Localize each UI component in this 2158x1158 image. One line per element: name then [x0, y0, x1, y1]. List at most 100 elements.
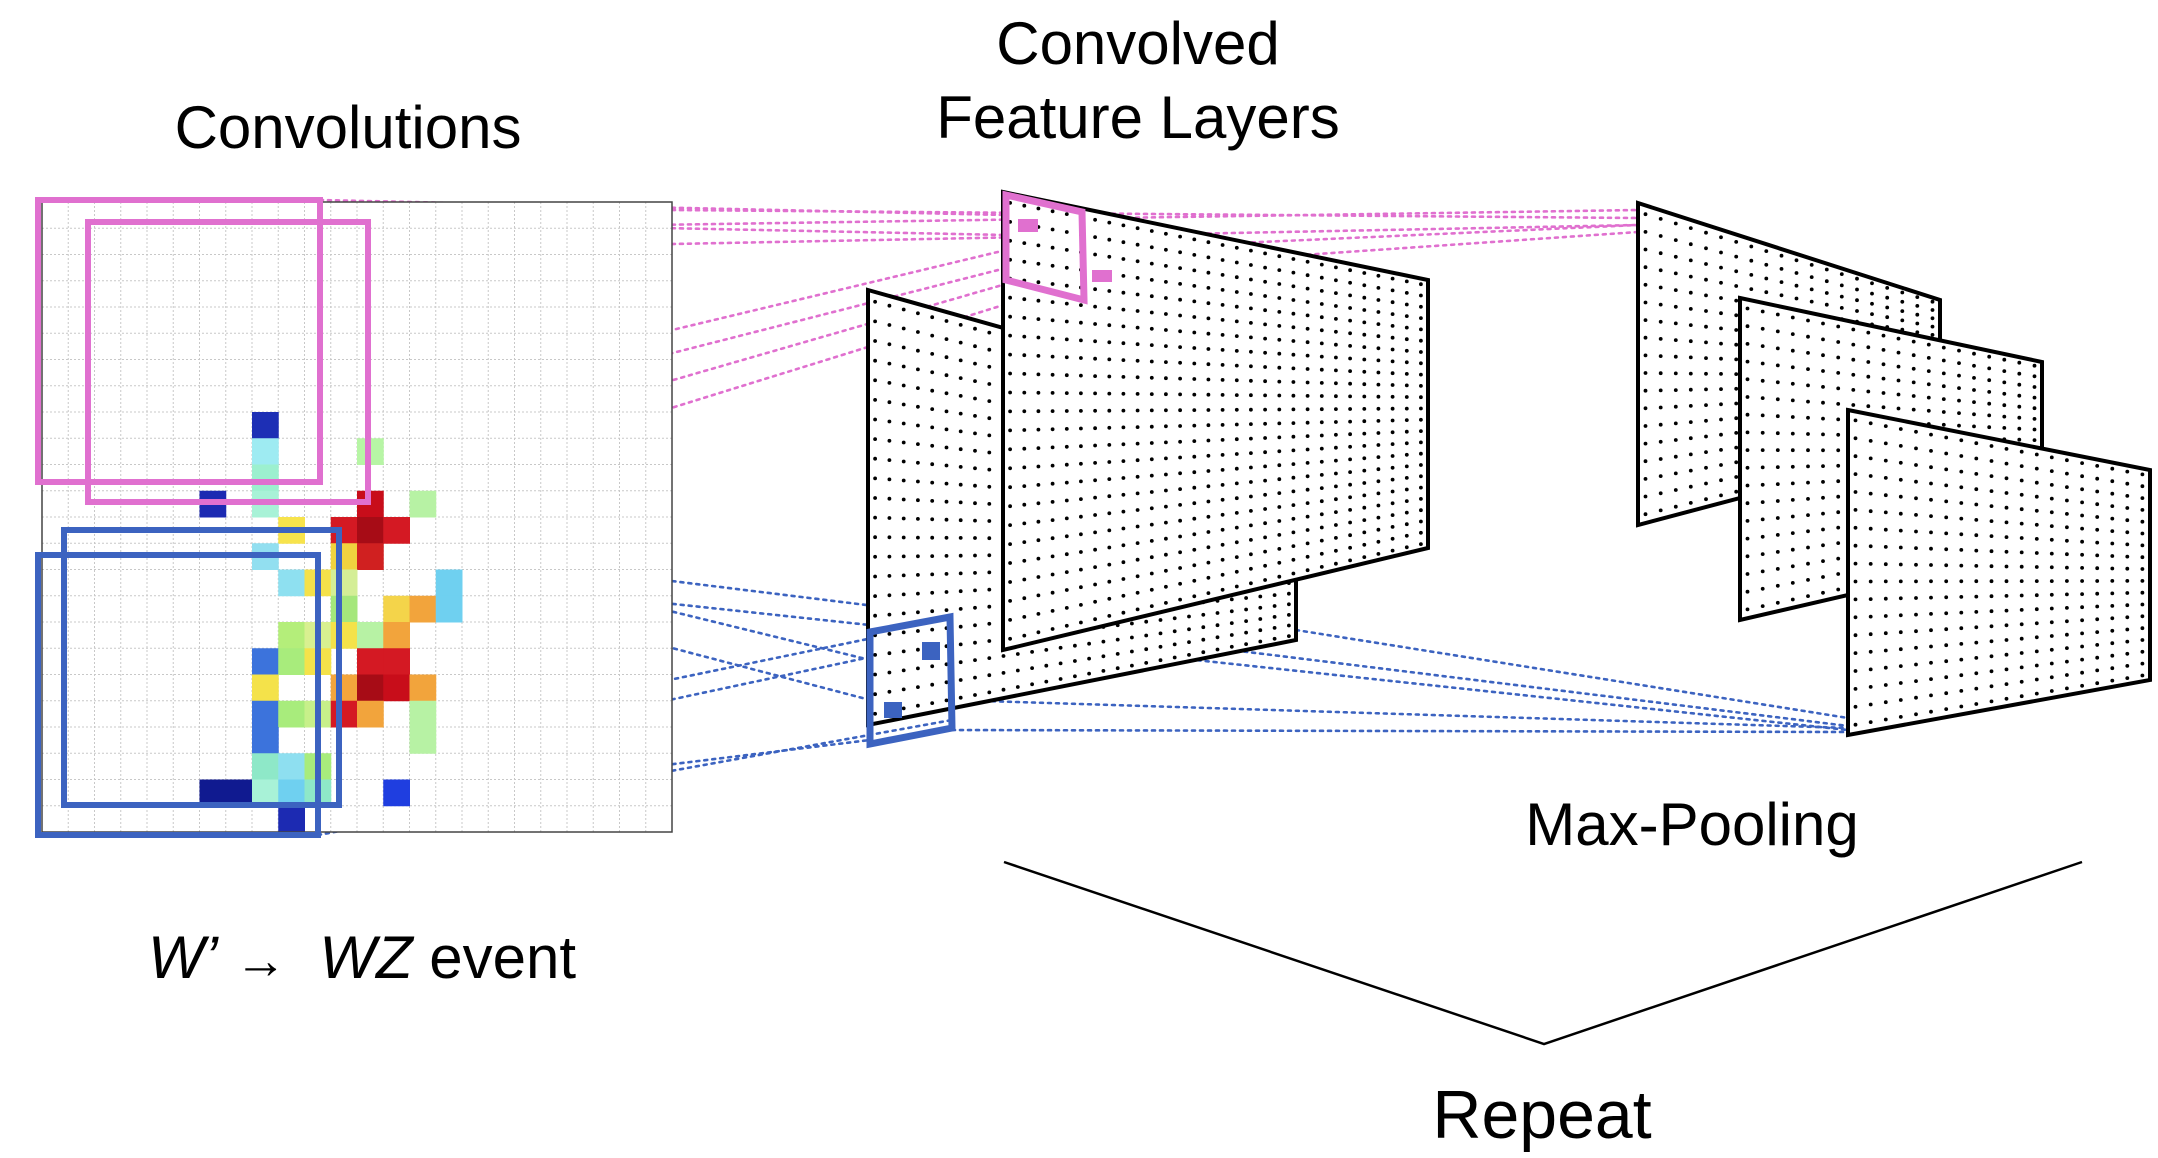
plane-dot [2019, 464, 2024, 468]
plane-dot [1220, 468, 1225, 472]
plane-dot [1944, 499, 1949, 504]
plane-dot [1775, 346, 1780, 351]
plane-dot [1868, 439, 1873, 443]
plane-dot [1220, 333, 1225, 337]
plane-dot [1775, 516, 1780, 520]
plane-dot [987, 382, 992, 386]
plane-dot [1929, 481, 1933, 486]
plane-dot [987, 484, 992, 489]
plane-dot [1272, 593, 1277, 597]
plane-dot [1291, 462, 1296, 466]
heatmap-cell [330, 674, 358, 702]
plane-dot [1249, 494, 1253, 499]
plane-dot [1135, 276, 1140, 280]
plane-dot [2140, 661, 2145, 666]
plane-dot [1896, 350, 1901, 355]
plane-dot [1898, 664, 1903, 668]
plane-dot [1806, 513, 1810, 517]
plane-dot [2140, 567, 2145, 571]
plane-dot [1050, 263, 1055, 268]
plane-dot [916, 591, 920, 596]
plane-dot [1192, 346, 1197, 350]
plane-dot [1376, 515, 1381, 520]
plane-dot [2065, 565, 2069, 570]
plane-dot [930, 388, 935, 393]
plane-dot [1806, 561, 1810, 566]
plane-dot [1206, 240, 1211, 245]
plane-dot [1164, 344, 1168, 348]
plane-dot [1022, 334, 1027, 339]
plane-dot [1201, 625, 1206, 630]
plane-dot [1348, 508, 1352, 512]
plane-dot [2065, 686, 2069, 691]
plane-dot [1263, 507, 1267, 511]
plane-dot [1348, 432, 1352, 437]
plane-dot [1149, 473, 1154, 478]
plane-dot [1760, 604, 1765, 608]
plane-dot [1036, 409, 1041, 414]
plane-dot [1107, 579, 1112, 584]
plane-dot [1107, 425, 1112, 430]
plane-dot [1734, 328, 1739, 332]
plane-dot [1263, 478, 1267, 483]
plane-dot [1036, 483, 1041, 487]
plane-dot [2065, 498, 2069, 503]
heatmap-cell [199, 779, 227, 807]
plane-dot [1064, 534, 1069, 539]
plane-dot [2034, 494, 2039, 499]
plane-dot [1376, 443, 1381, 447]
plane-dot [1093, 513, 1097, 517]
plane-dot [1390, 406, 1395, 411]
plane-dot [1135, 474, 1140, 479]
plane-dot [887, 535, 892, 540]
plane-dot [1883, 665, 1888, 670]
plane-dot [1839, 306, 1844, 310]
plane-dot [1643, 512, 1648, 517]
plane-dot [1404, 441, 1409, 446]
plane-dot [916, 647, 920, 652]
plane-dot [1806, 529, 1810, 534]
plane-dot [1305, 420, 1310, 425]
plane-dot [1883, 700, 1888, 705]
plane-dot [1036, 261, 1041, 266]
plane-dot [2110, 466, 2115, 471]
plane-dot [1419, 327, 1423, 332]
plane-dot [1914, 579, 1918, 584]
plane-dot [873, 554, 877, 559]
plane-dot [1220, 258, 1225, 262]
plane-dot [1277, 505, 1282, 509]
plane-dot [1348, 293, 1352, 298]
plane-dot [1172, 655, 1177, 660]
plane-dot [1836, 479, 1841, 484]
plane-dot [1760, 326, 1765, 331]
plane-dot [1673, 471, 1678, 476]
plane-dot [1319, 565, 1324, 569]
plane-dot [1806, 545, 1810, 550]
plane-dot [1258, 628, 1263, 633]
plane-dot [987, 570, 992, 575]
plane-dot [1419, 451, 1423, 456]
plane-dot [1058, 645, 1063, 650]
plane-dot [916, 330, 920, 334]
plane-dot [2004, 535, 2009, 539]
plane-dot [1376, 286, 1381, 290]
plane-dot [2125, 579, 2130, 583]
plane-dot [1868, 579, 1873, 584]
plane-dot [1821, 369, 1825, 373]
plane-dot [1008, 618, 1012, 622]
plane-dot [1941, 422, 1946, 427]
plane-dot [1959, 704, 1964, 709]
plane-dot [2080, 644, 2085, 649]
plane-dot [1959, 438, 1964, 443]
plane-dot [1719, 463, 1723, 467]
plane-dot [1249, 378, 1253, 383]
plane-dot [1404, 464, 1409, 469]
plane-dot [1989, 579, 1994, 584]
plane-dot [1178, 518, 1182, 523]
plane-dot [1178, 597, 1182, 602]
plane-dot [1044, 663, 1049, 668]
plane-dot [1806, 318, 1810, 323]
plane-dot [2140, 602, 2145, 607]
plane-dot [1734, 489, 1739, 494]
plane-dot [1206, 392, 1211, 397]
